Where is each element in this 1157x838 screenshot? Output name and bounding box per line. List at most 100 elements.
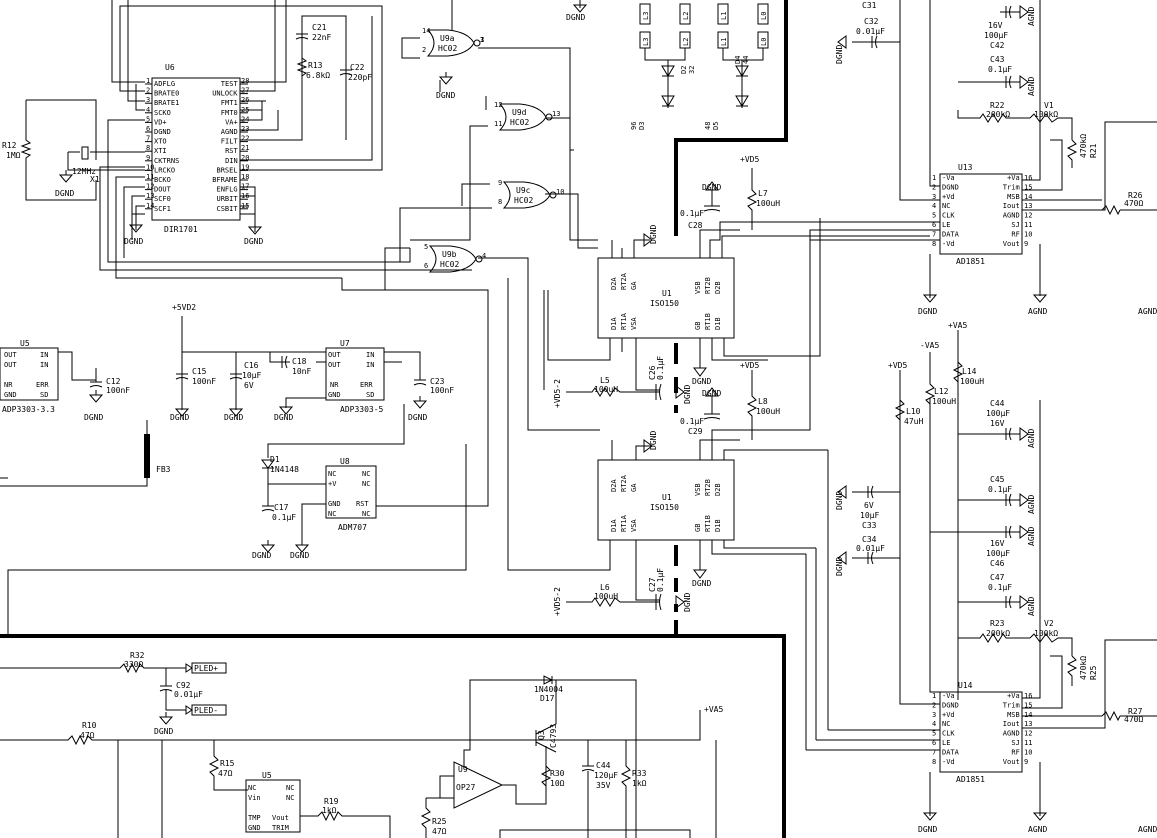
d5-led: 48 D5 [704, 95, 749, 130]
c16-capacitor: C16 10μF 6V DGND [224, 361, 261, 422]
svg-text:470kΩ: 470kΩ [1079, 134, 1088, 158]
u6-pin-name: LRCKO [154, 166, 175, 174]
ad1851-pin-number: 9 [1024, 758, 1028, 766]
u6-pin-number: 7 [146, 135, 150, 143]
gate-wires [341, 0, 600, 507]
iso150-pin-name: GA [630, 281, 638, 290]
ad1851-pin-number: 8 [932, 240, 936, 248]
gate-pin-number: 1 [480, 36, 484, 44]
svg-text:100μF: 100μF [986, 409, 1010, 418]
svg-text:DGND: DGND [835, 491, 844, 510]
ground-iso-top: DGND DGND [643, 225, 711, 386]
l7-inductor: +VD5 L7 100uH [740, 155, 780, 230]
svg-text:DGND: DGND [835, 557, 844, 576]
gate-part: HC02 [440, 260, 459, 269]
misc-wires-left [0, 444, 467, 636]
svg-text:ERR: ERR [360, 381, 373, 389]
iso150-pin-name: D1A [610, 317, 618, 330]
ad1851-pin-number: 3 [932, 193, 936, 201]
u6-pin-name: FMT1 [221, 99, 238, 107]
svg-text:IN: IN [366, 361, 374, 369]
iso150-pin-name: RT1B [704, 313, 712, 330]
svg-text:GND: GND [248, 824, 261, 832]
svg-text:GND: GND [328, 500, 341, 508]
svg-text:0.1μF: 0.1μF [680, 417, 704, 426]
gate-bubble [475, 255, 483, 263]
u6-pin-name: SCF0 [154, 195, 171, 203]
svg-text:SD: SD [366, 391, 374, 399]
u6-pin-number: 2 [146, 87, 150, 95]
svg-text:L3: L3 [642, 38, 650, 46]
svg-text:32: 32 [688, 66, 696, 74]
svg-text:100uH: 100uH [932, 397, 956, 406]
u6-pin-name: BFRAME [212, 176, 237, 184]
svg-text:GND: GND [328, 391, 341, 399]
u6-pin-number: 20 [241, 154, 249, 162]
ad1851-pin-number: 8 [932, 758, 936, 766]
svg-text:DGND: DGND [436, 91, 455, 100]
svg-text:1N4004: 1N4004 [534, 685, 563, 694]
iso150-pin-name: GA [630, 483, 638, 492]
ad1851-pin-name: SJ [1011, 739, 1019, 747]
ad1851-pin-name: LE [942, 221, 950, 229]
l0-header-2: L0 [757, 31, 769, 49]
svg-text:DGND: DGND [683, 385, 692, 404]
svg-text:R30: R30 [550, 769, 565, 778]
svg-text:OUT: OUT [328, 361, 341, 369]
l6-inductor: L6 100uH +VD5-2 [553, 583, 660, 616]
u6-pin-number: 22 [241, 135, 249, 143]
u6-pin-number: 1 [146, 77, 150, 85]
svg-text:10Ω: 10Ω [550, 779, 565, 788]
supply-5vd2: +5VD2 [172, 303, 405, 458]
u6-pin-number: 26 [241, 96, 249, 104]
u6-pin-name: XTI [154, 147, 167, 155]
u5-ref02: U5 NC Vin TMP GND NC NC Vout TRIM [245, 771, 301, 833]
svg-text:100uH: 100uH [756, 407, 780, 416]
svg-text:DGND: DGND [835, 45, 844, 64]
gate-bubble [545, 113, 553, 121]
svg-text:R13: R13 [308, 61, 323, 70]
l3-header: L3 [639, 3, 651, 25]
svg-text:DGND: DGND [702, 389, 721, 398]
svg-text:AGND: AGND [1027, 597, 1036, 616]
svg-text:1N4148: 1N4148 [270, 465, 299, 474]
svg-text:AGND: AGND [1138, 307, 1157, 316]
u6-pin-number: 19 [241, 163, 249, 171]
q3-transistor: Q3 C4793 [535, 680, 558, 753]
l5-inductor: L5 100uH +VD5-2 [553, 376, 660, 408]
svg-text:DGND: DGND [55, 189, 74, 198]
u6-pin-name: FILT [221, 138, 239, 146]
svg-text:R22: R22 [990, 101, 1005, 110]
svg-text:C43: C43 [990, 55, 1005, 64]
u6-pin-number: 24 [241, 115, 249, 123]
svg-text:+VD5: +VD5 [740, 361, 759, 370]
ad1851-pin-number: 3 [932, 711, 936, 719]
iso150-pin-name: GB [694, 322, 702, 330]
gate-ref: U9b [442, 250, 457, 259]
ad1851-pin-name: AGND [1003, 730, 1020, 738]
svg-text:0.1μF: 0.1μF [988, 65, 1012, 74]
svg-text:1MΩ: 1MΩ [6, 151, 21, 160]
svg-text:L0: L0 [760, 12, 768, 20]
ad1851-pin-name: LE [942, 739, 950, 747]
svg-text:AD1851: AD1851 [956, 257, 985, 266]
svg-text:120μF: 120μF [594, 771, 618, 780]
ad1851-pin-name: Iout [1003, 720, 1020, 728]
ad1851-pin-number: 14 [1024, 193, 1032, 201]
u6-pin-name: FMT0 [221, 109, 238, 117]
gate-pin-number: 2 [422, 46, 426, 54]
ad1851-pin-name: DGND [942, 183, 959, 191]
c12-capacitor: C12 100nF DGND [84, 368, 130, 422]
svg-text:DGND: DGND [649, 431, 658, 450]
svg-text:IN: IN [40, 361, 48, 369]
svg-text:DGND: DGND [692, 377, 711, 386]
svg-text:C46: C46 [990, 559, 1005, 568]
svg-text:C44: C44 [596, 761, 611, 770]
iso150-pin-name: RT1A [620, 514, 628, 532]
svg-text:PLED+: PLED+ [194, 664, 218, 673]
svg-text:NC: NC [362, 510, 370, 518]
gate-pin-number: 8 [498, 198, 502, 206]
ad1851-pin-name: -Va [942, 692, 955, 700]
